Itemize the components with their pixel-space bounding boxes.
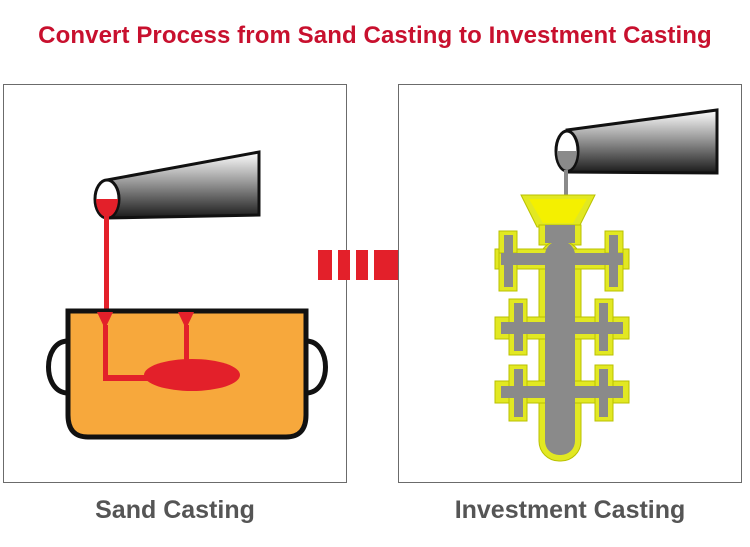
gating-system: [97, 312, 194, 381]
mold-cavity: [144, 359, 240, 391]
sand-casting-illustration: [46, 150, 328, 440]
ladle-icon: [554, 108, 719, 175]
page-title: Convert Process from Sand Casting to Inv…: [38, 22, 712, 49]
investment-casting-illustration: [494, 108, 719, 462]
mold-handle-right: [305, 338, 328, 396]
sand-casting-panel: [3, 84, 347, 483]
sand-casting-caption: Sand Casting: [95, 496, 255, 524]
wax-tree: [501, 199, 623, 455]
mold-handle-left: [46, 338, 69, 396]
pour-stream: [104, 213, 109, 318]
investment-casting-panel: [398, 84, 742, 483]
investment-casting-caption: Investment Casting: [454, 496, 686, 524]
ladle-icon: [93, 150, 261, 220]
